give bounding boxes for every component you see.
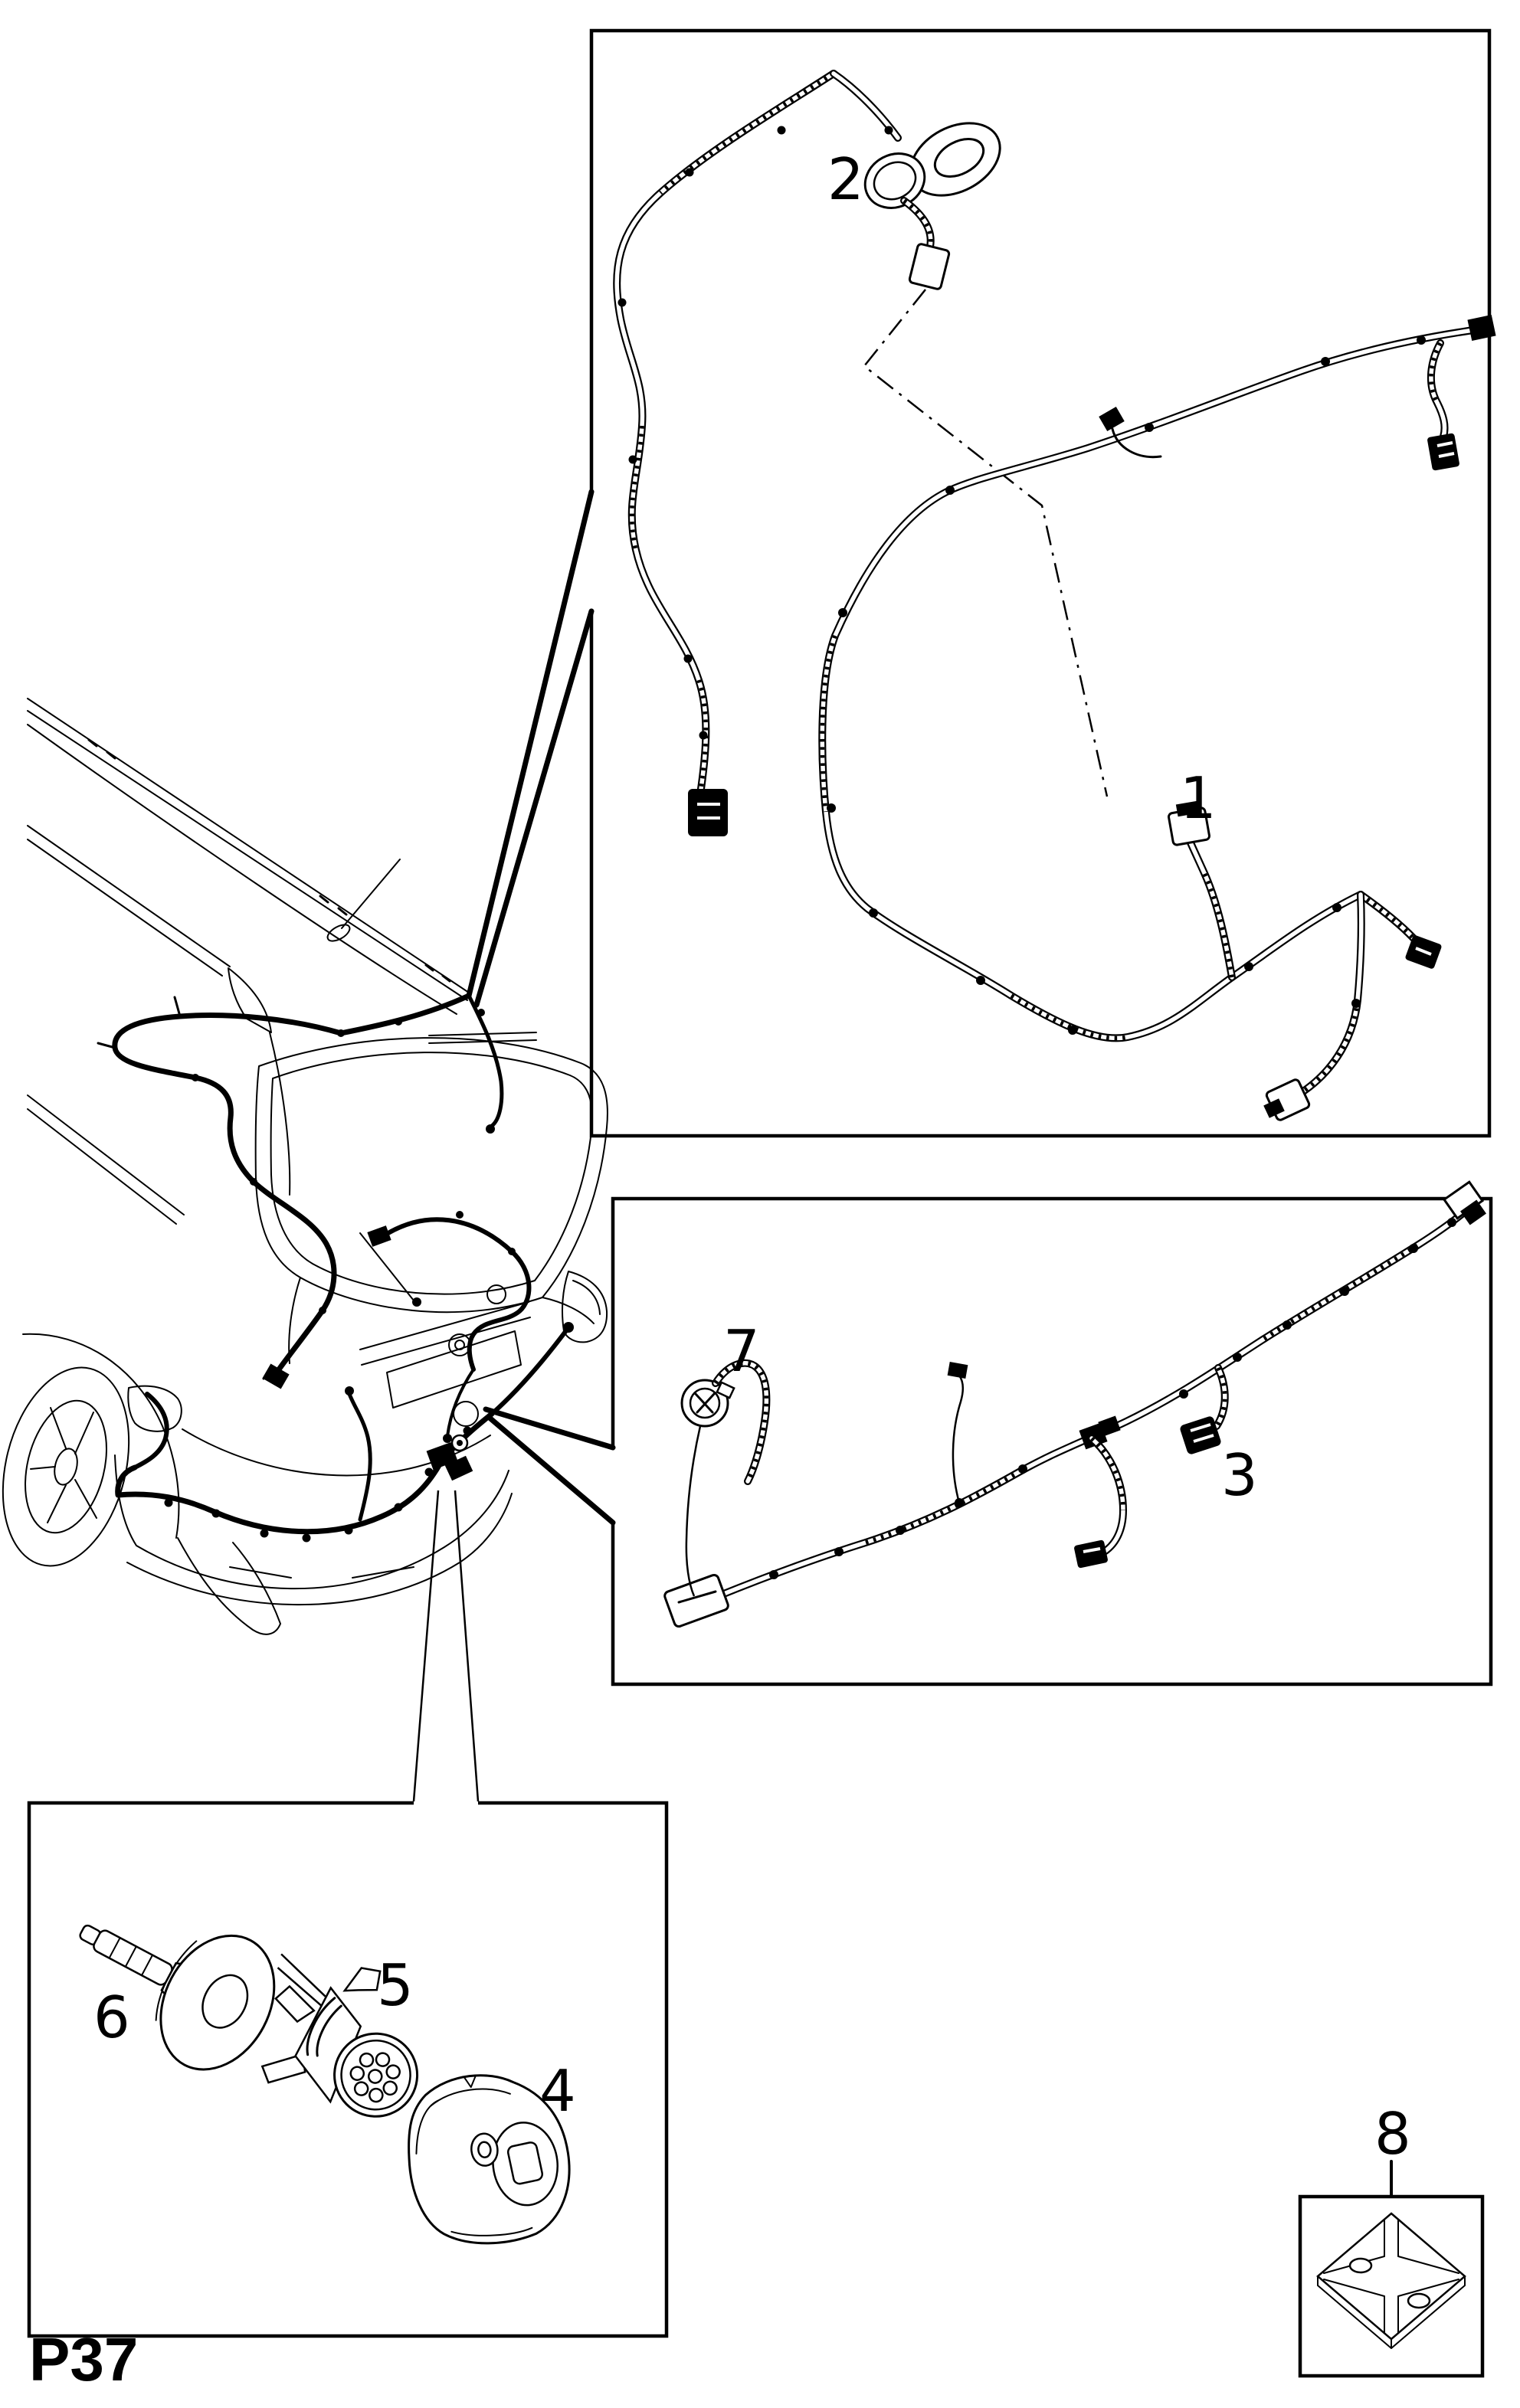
callout7-connector xyxy=(680,1359,771,1597)
harness1-left-run xyxy=(613,70,837,836)
harness3-drop-branch xyxy=(1074,1435,1127,1569)
harness3-thin-pigtail xyxy=(947,1362,968,1503)
wiper-latch-harness-on-car xyxy=(367,1211,532,1443)
harness1-pigtail xyxy=(1099,406,1162,459)
page-code: P37 xyxy=(29,2325,138,2393)
callout3-connector xyxy=(1180,1364,1229,1454)
callout-4: 4 xyxy=(539,2057,576,2125)
parts-box-towbar-socket: 6 5 4 xyxy=(27,1801,669,2338)
detail-box-bumper-harness: 7 3 xyxy=(611,1180,1493,1687)
callout-6: 6 xyxy=(93,1984,130,2051)
harness2-grommet-branch xyxy=(830,70,1109,797)
harness3-main-trunk xyxy=(663,1180,1486,1628)
callout-wedge-middle-box xyxy=(483,1406,616,1526)
harness1-end-connector xyxy=(688,789,728,836)
harness1-branch-callout1 xyxy=(1168,800,1236,981)
detail-box-tailgate-harness: 1 2 xyxy=(589,28,1496,1138)
harness1-main-trunk xyxy=(818,314,1496,1042)
callout-wedge-bottom-box xyxy=(412,1490,480,1802)
tie-mount-box: 8 xyxy=(1298,2100,1485,2378)
part6-grommet xyxy=(79,1924,276,2071)
callout-1: 1 xyxy=(1180,764,1217,832)
part8-cable-tie-mount xyxy=(1316,2212,1466,2349)
harness2-connector xyxy=(908,243,951,290)
harness1-corner-branch xyxy=(1427,339,1459,471)
part5-socket-insert xyxy=(260,1953,419,2118)
vehicle-illustration xyxy=(2,698,608,1635)
routing-leader-line xyxy=(863,289,1109,797)
bumper-harness-on-car xyxy=(115,1322,574,1543)
callout-3: 3 xyxy=(1221,1441,1258,1509)
callout-7: 7 xyxy=(723,1317,760,1385)
callout-wedge-top-box xyxy=(466,489,595,1008)
harness1-corner-fitting xyxy=(1467,314,1496,342)
tailgate-harness-on-car xyxy=(97,993,504,1389)
harness1-right-branches xyxy=(1263,891,1442,1121)
callout-2: 2 xyxy=(827,146,864,213)
callout-8: 8 xyxy=(1374,2100,1411,2168)
harness3-flat-connector xyxy=(663,1573,729,1628)
callout-5: 5 xyxy=(377,1952,414,2019)
towbar-socket-on-car xyxy=(426,1401,479,1481)
part4-socket-housing xyxy=(408,2074,571,2245)
